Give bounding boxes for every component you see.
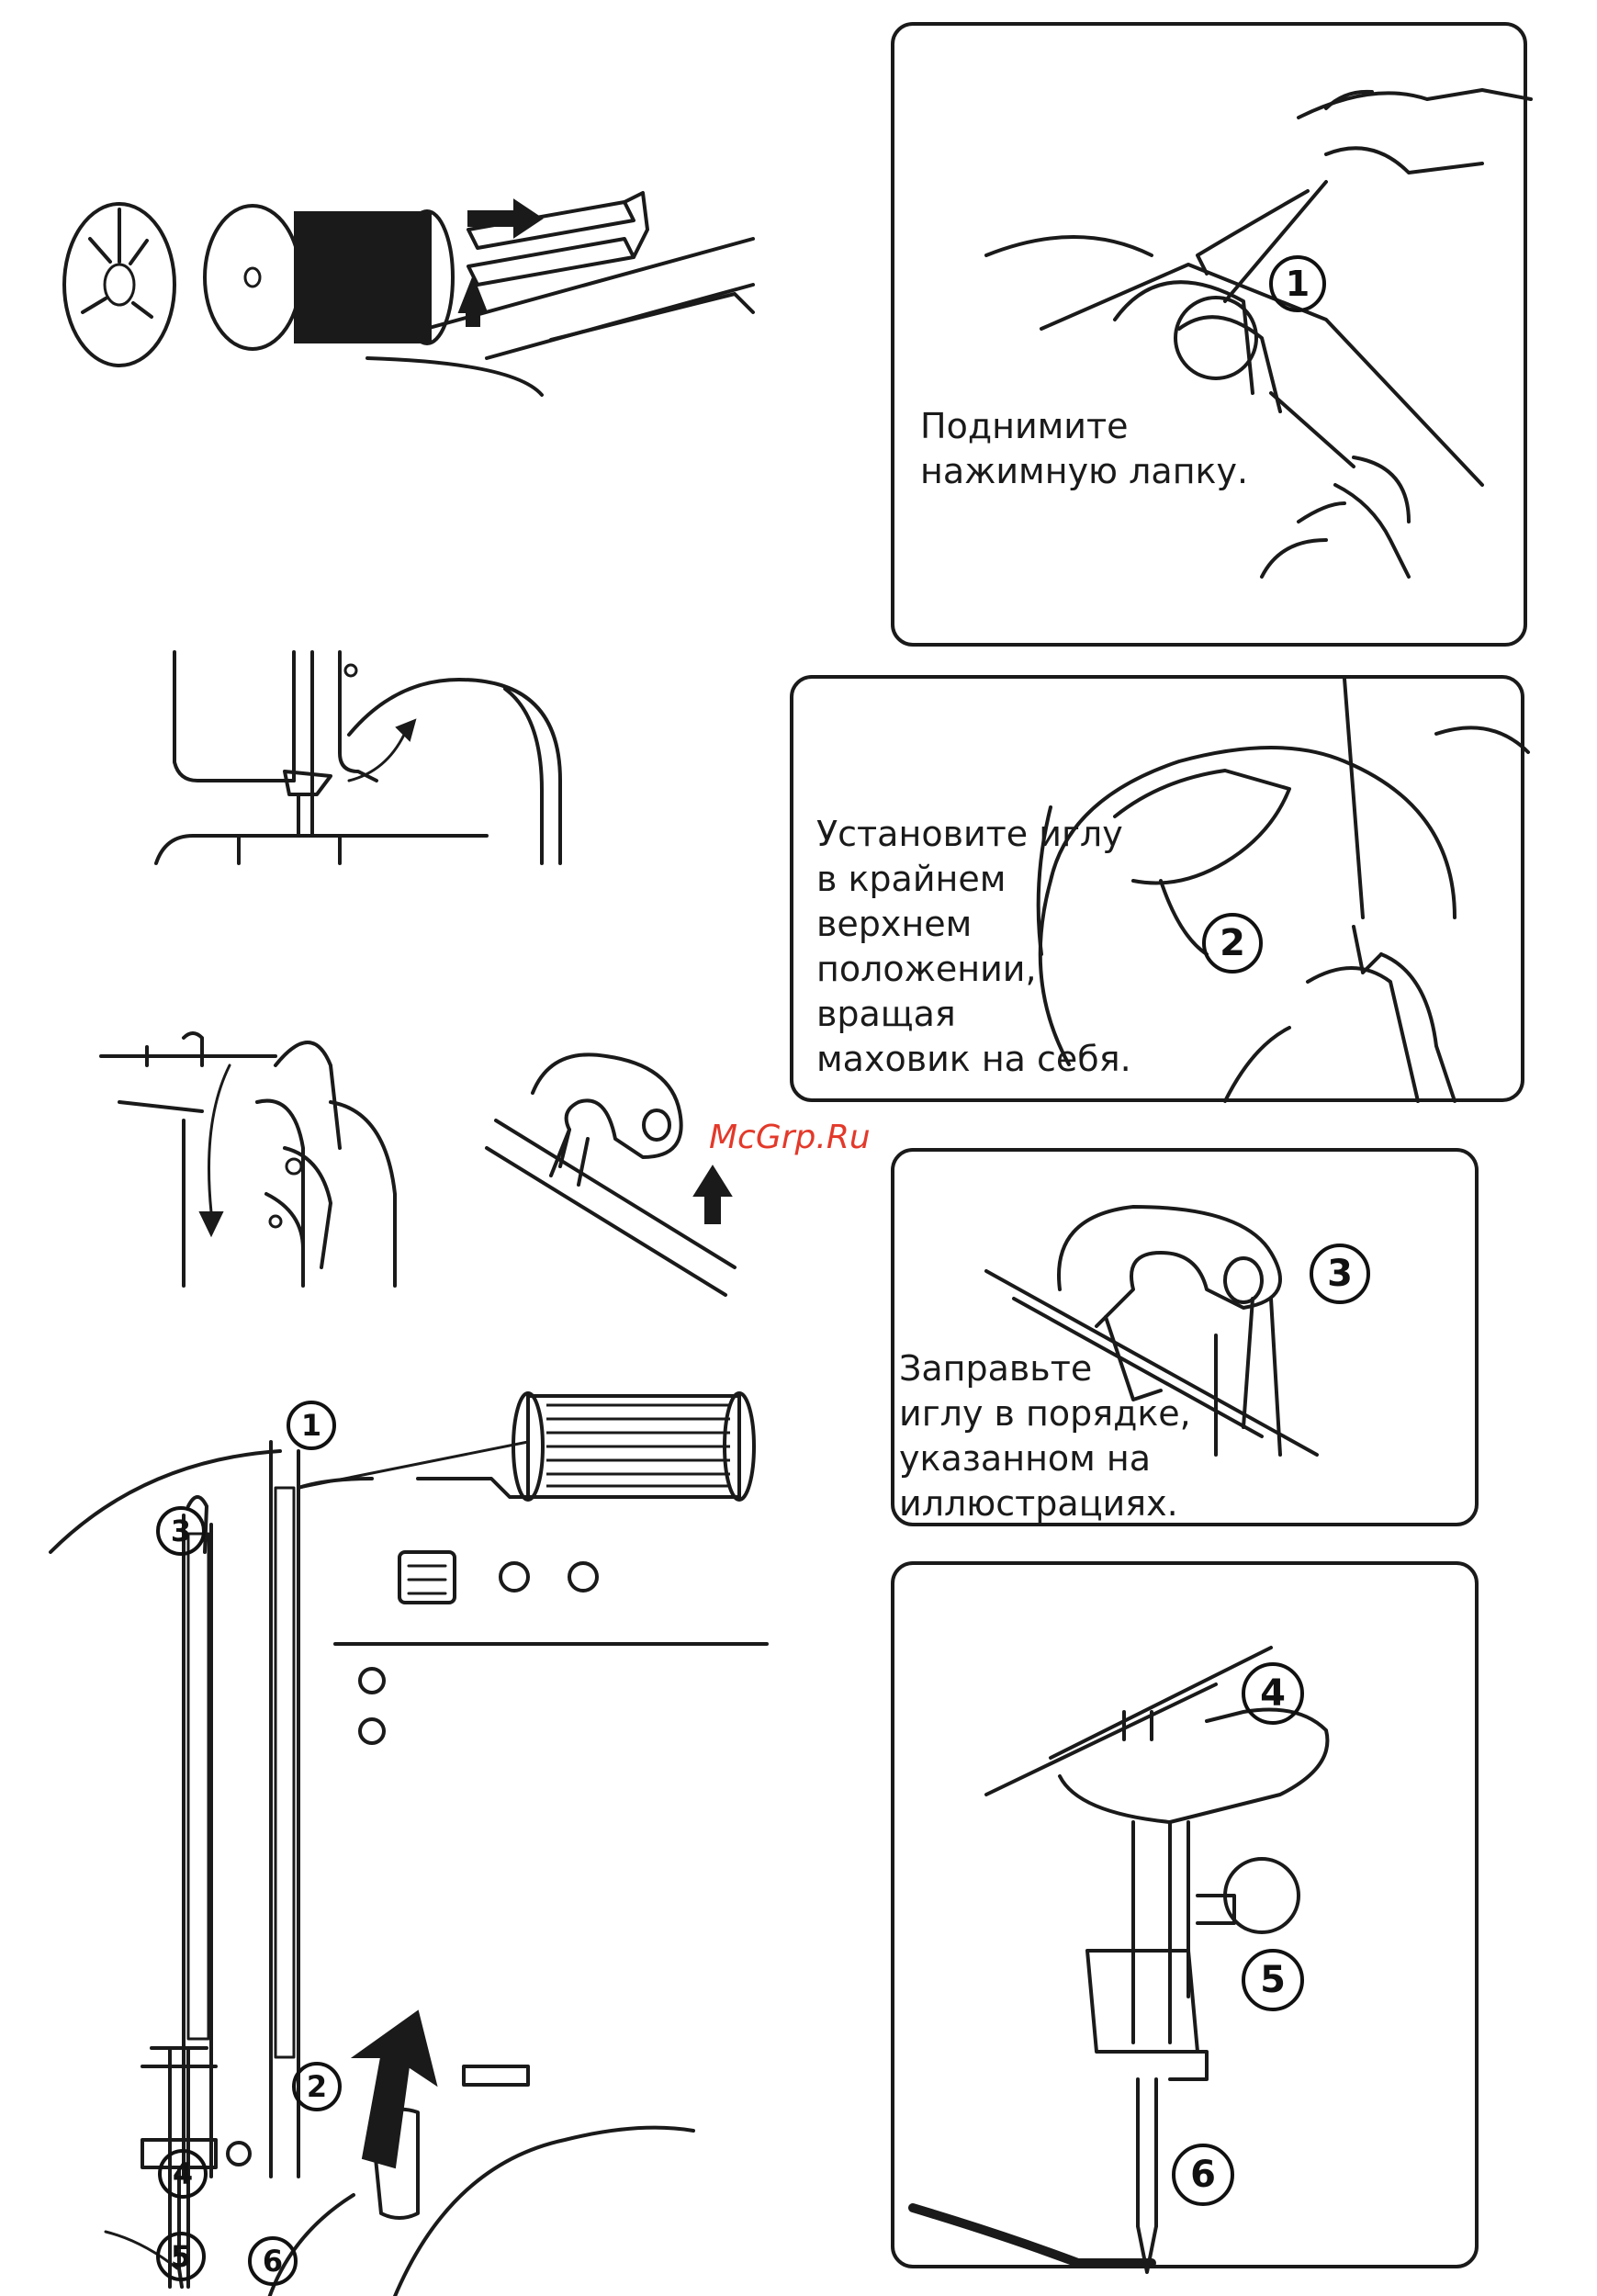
marker-3-path: 3	[156, 1506, 206, 1556]
step2-caption: Установите иглу в крайнем верхнем положе…	[816, 812, 1131, 1082]
presser-lever-illustration	[478, 1038, 753, 1295]
threading-path-illustration	[51, 1368, 767, 2296]
handwheel-head-illustration	[156, 643, 579, 872]
marker-6-circle: 6	[1172, 2144, 1234, 2206]
step2-panel: 2 Установите иглу в крайнем верхнем поло…	[790, 675, 1524, 1102]
step4-panel: 4 5 6	[891, 1561, 1479, 2268]
watermark: McGrp.Ru	[709, 1119, 871, 1156]
marker-2-circle: 2	[1202, 913, 1263, 974]
marker-2-path: 2	[292, 2062, 342, 2111]
marker-1-path: 1	[287, 1401, 336, 1450]
marker-3-circle: 3	[1310, 1244, 1370, 1304]
step1-caption: Поднимите нажимную лапку.	[920, 404, 1248, 494]
marker-1-circle: 1	[1269, 255, 1326, 312]
step3-caption: Заправьте иглу в порядке, указанном на и…	[899, 1346, 1191, 1526]
spool-pin-illustration	[55, 174, 771, 413]
marker-4-circle: 4	[1242, 1662, 1304, 1725]
marker-4-path: 4	[158, 2149, 208, 2199]
step3-panel: 3 Заправьте иглу в порядке, указанном на…	[891, 1148, 1479, 1526]
step1-panel: 1 Поднимите нажимную лапку.	[891, 22, 1527, 647]
presser-lifter-illustration	[894, 26, 1531, 650]
hand-turning-wheel-illustration	[92, 1010, 413, 1295]
marker-5-circle: 5	[1242, 1949, 1304, 2011]
marker-5-path: 5	[156, 2232, 206, 2281]
marker-6-path: 6	[248, 2236, 298, 2286]
